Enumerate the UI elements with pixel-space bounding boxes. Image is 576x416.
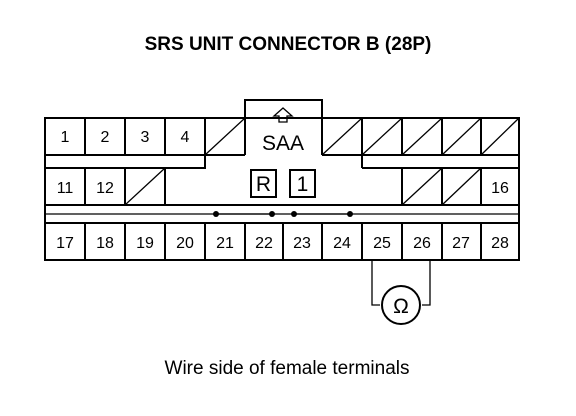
ohm-symbol: Ω xyxy=(393,295,409,318)
pin-label: 4 xyxy=(181,129,190,146)
row2-cells xyxy=(45,167,519,205)
pin-label: 3 xyxy=(141,129,150,146)
saa-label: SAA xyxy=(262,132,304,155)
pin-label: 28 xyxy=(491,235,509,252)
pin-label: 24 xyxy=(333,235,351,252)
pin-label: 17 xyxy=(56,235,74,252)
pin-label: 23 xyxy=(293,235,311,252)
pin-label: 16 xyxy=(491,180,509,197)
marker-r-box xyxy=(250,169,277,198)
ohmmeter-connection: Ω xyxy=(371,260,431,325)
marker-1-box xyxy=(289,169,316,198)
pin-label: 2 xyxy=(101,129,110,146)
pin-label: 22 xyxy=(255,235,273,252)
unused-pin-hatches xyxy=(124,117,520,206)
shorting-bars xyxy=(213,211,353,217)
pin-label: 25 xyxy=(373,235,391,252)
ohmmeter-icon xyxy=(381,285,421,325)
pin-label: 21 xyxy=(216,235,234,252)
row1-left-cells xyxy=(84,118,206,155)
row1-pin-labels: 1 2 3 4 xyxy=(61,129,190,146)
pin-label: 20 xyxy=(176,235,194,252)
pin-label: 26 xyxy=(413,235,431,252)
pin-label: 1 xyxy=(61,129,70,146)
diagram-caption: Wire side of female terminals xyxy=(165,358,410,379)
marker-1-label: 1 xyxy=(297,173,309,196)
arrow-up-icon xyxy=(272,107,294,123)
row3-pin-labels: 17 18 19 20 21 22 23 24 25 26 27 28 xyxy=(56,235,509,252)
row3-cells xyxy=(84,223,482,260)
row2-pin-labels: 11 12 16 xyxy=(57,180,509,197)
row1-right-cells xyxy=(361,118,482,155)
pin-label: 12 xyxy=(96,180,114,197)
pin-label: 19 xyxy=(136,235,154,252)
marker-r-label: R xyxy=(256,173,271,196)
connector-tab xyxy=(244,99,323,118)
pin-label: 11 xyxy=(57,180,74,197)
pin-label: 18 xyxy=(96,235,114,252)
diagram-title: SRS UNIT CONNECTOR B (28P) xyxy=(145,34,432,55)
pin-label: 27 xyxy=(452,235,470,252)
